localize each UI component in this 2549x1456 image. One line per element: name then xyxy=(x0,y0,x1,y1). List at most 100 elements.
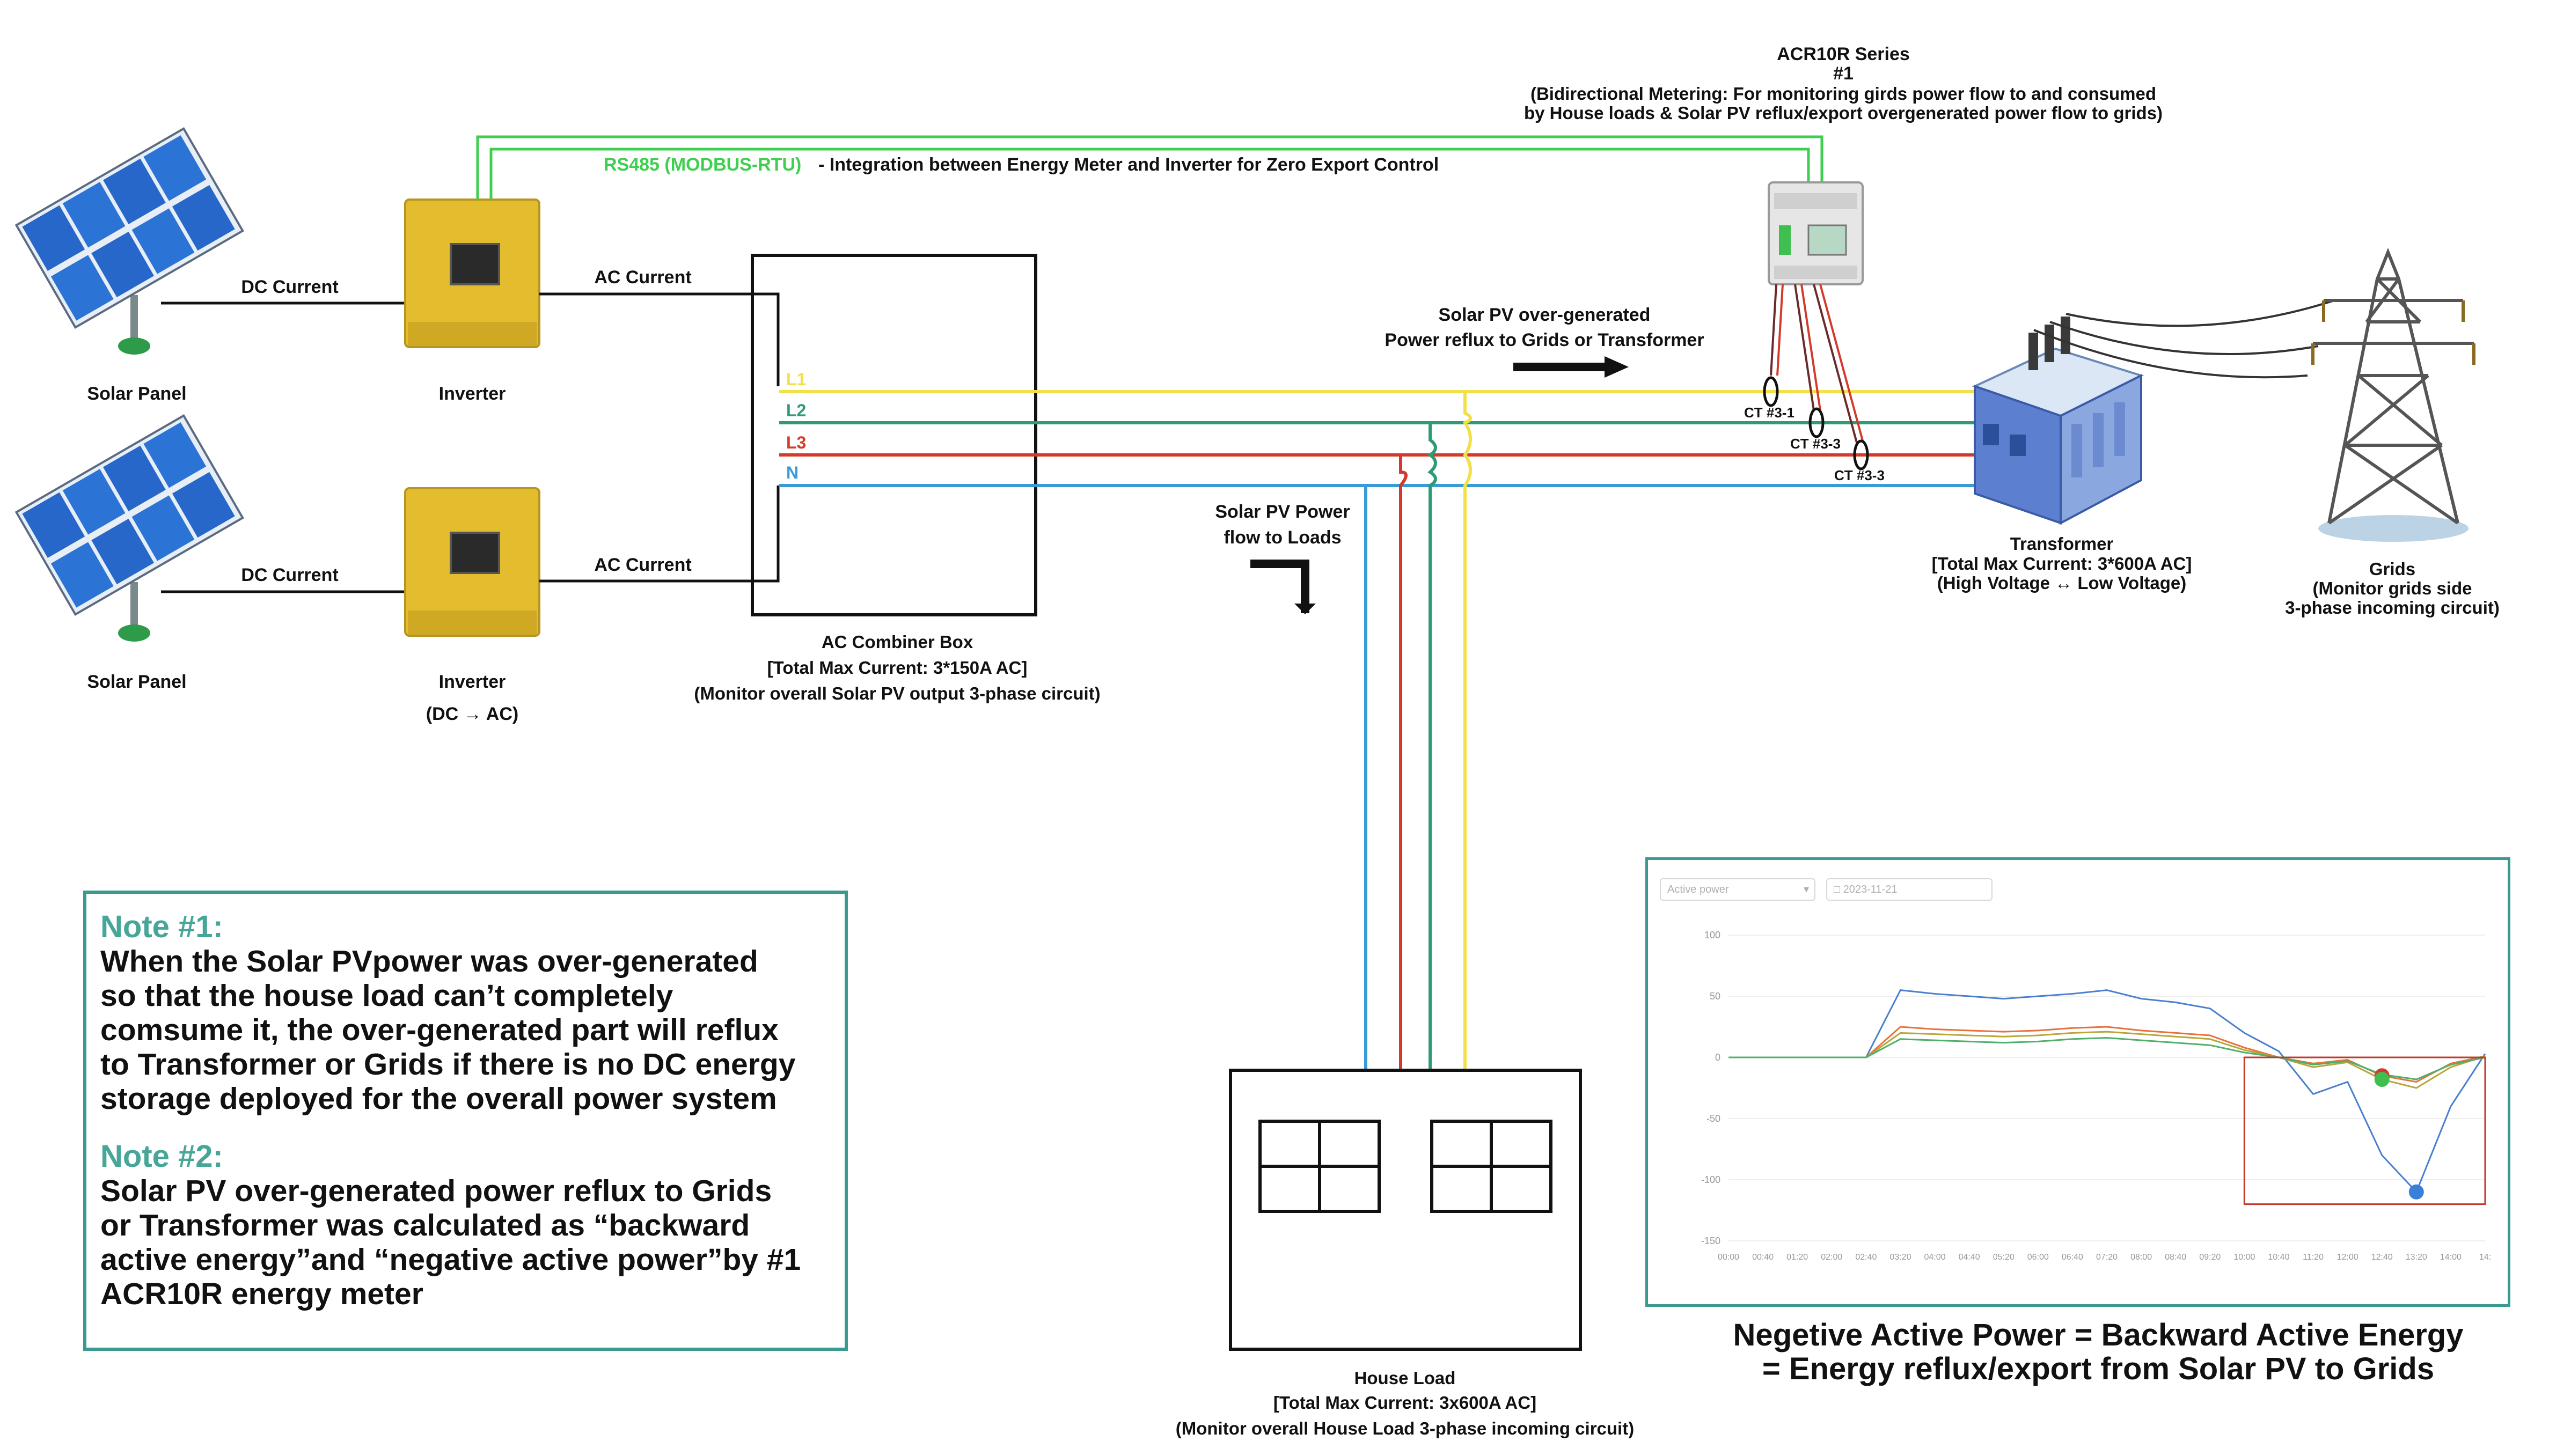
ct-wire xyxy=(1776,284,1784,376)
chart-x-tick: 07:20 xyxy=(2096,1253,2118,1262)
chart-x-tick: 10:40 xyxy=(2268,1253,2289,1262)
ac-current-label: AC Current xyxy=(594,267,691,288)
date-picker[interactable]: □ 2023-11-21 xyxy=(1826,878,1993,901)
arrow-down-icon xyxy=(1250,560,1316,614)
energy-meter-icon xyxy=(1768,181,1864,285)
rs485-cable xyxy=(476,135,1823,200)
meter-description: by House loads & Solar PV reflux/export … xyxy=(1524,103,2163,123)
phase-l1-label: L1 xyxy=(786,370,806,389)
chart-x-tick: 00:00 xyxy=(1718,1253,1739,1262)
ct-label: CT #3-3 xyxy=(1790,436,1841,452)
power-cable xyxy=(2033,329,2308,379)
chart-x-tick: 09:20 xyxy=(2199,1253,2221,1262)
ct-wire xyxy=(1794,284,1815,411)
chart-x-tick: 14: xyxy=(2479,1253,2491,1262)
ac-wire-2 xyxy=(539,486,780,583)
drop-l1-line xyxy=(1462,392,1472,1070)
rs485-label: RS485 (MODBUS-RTU) xyxy=(604,155,801,175)
chart-y-tick: 0 xyxy=(1715,1052,1720,1063)
combiner-title: AC Combiner Box xyxy=(822,632,973,652)
reflux-label: Solar PV over-generated xyxy=(1439,305,1651,325)
chart-x-tick: 01:20 xyxy=(1786,1253,1808,1262)
chart-series-line xyxy=(1728,1037,2486,1080)
chart-y-tick: 100 xyxy=(1704,930,1720,940)
grids-note: (Monitor grids side xyxy=(2313,578,2472,598)
combiner-note: (Monitor overall Solar PV output 3-phase… xyxy=(694,683,1100,703)
loads-flow-label: flow to Loads xyxy=(1224,527,1341,548)
note-1-line: storage deployed for the overall power s… xyxy=(100,1082,777,1116)
chart-x-tick: 02:00 xyxy=(1821,1253,1842,1262)
house-load-title: House Load xyxy=(1354,1368,1456,1388)
neutral-label: N xyxy=(786,463,799,482)
chart-x-tick: 10:00 xyxy=(2233,1253,2255,1262)
chart-x-tick: 08:00 xyxy=(2130,1253,2152,1262)
note-1-line: to Transformer or Grids if there is no D… xyxy=(100,1047,796,1082)
inverter-icon xyxy=(404,487,540,637)
note-2-line: ACR10R energy meter xyxy=(100,1277,423,1311)
house-load-rating: [Total Max Current: 3x600A AC] xyxy=(1273,1393,1536,1413)
power-tower-icon xyxy=(2311,247,2475,542)
house-load-box xyxy=(1229,1069,1582,1351)
grids-title: Grids xyxy=(2369,559,2415,579)
ct-sensor-icon xyxy=(1808,407,1825,438)
transformer-note: (High Voltage ↔ Low Voltage) xyxy=(1937,573,2186,593)
solar-panel-label: Solar Panel xyxy=(87,384,186,404)
chart-x-tick: 14:00 xyxy=(2440,1253,2462,1262)
chart-series-line xyxy=(1728,989,2486,1194)
house-load-note: (Monitor overall House Load 3-phase inco… xyxy=(1176,1418,1634,1438)
calendar-icon: □ xyxy=(1834,884,1843,895)
equation-line-2: = Energy reflux/export from Solar PV to … xyxy=(1762,1351,2435,1386)
drop-l3-line xyxy=(1399,455,1408,1070)
equation-line-1: Negetive Active Power = Backward Active … xyxy=(1733,1318,2464,1352)
chart-x-tick: 08:40 xyxy=(2165,1253,2186,1262)
arrow-right-icon xyxy=(1513,356,1629,378)
note-2-title: Note #2: xyxy=(100,1139,223,1174)
date-value: 2023-11-21 xyxy=(1843,884,1898,895)
phase-l2-label: L2 xyxy=(786,401,806,420)
dc-current-label: DC Current xyxy=(241,277,338,297)
chart-x-tick: 03:20 xyxy=(1889,1253,1911,1262)
chart-x-tick: 06:00 xyxy=(2027,1253,2049,1262)
chart-x-tick: 11:20 xyxy=(2303,1253,2324,1262)
meter-description: (Bidirectional Metering: For monitoring … xyxy=(1530,84,2156,104)
chart-x-tick: 05:20 xyxy=(1993,1253,2015,1262)
meter-title: ACR10R Series xyxy=(1777,44,1910,64)
ac-current-label: AC Current xyxy=(594,555,691,575)
ct-label: CT #3-3 xyxy=(1834,467,1885,483)
combiner-rating: [Total Max Current: 3*150A AC] xyxy=(767,658,1028,678)
notes-box: Note #1: When the Solar PVpower was over… xyxy=(83,891,848,1351)
ct-sensor-icon xyxy=(1763,376,1779,407)
chart-x-tick: 06:40 xyxy=(2062,1253,2083,1262)
chart-y-tick: 50 xyxy=(1710,991,1720,1002)
inverter-label: Inverter xyxy=(439,672,506,692)
chart-y-tick: -50 xyxy=(1706,1113,1720,1124)
chart-x-tick: 13:20 xyxy=(2406,1253,2427,1262)
chart-y-tick: -150 xyxy=(1701,1236,1720,1246)
note-1-line: so that the house load can’t completely xyxy=(100,979,673,1013)
transformer-rating: [Total Max Current: 3*600A AC] xyxy=(1932,554,2192,573)
chart-x-tick: 12:40 xyxy=(2371,1253,2393,1262)
inverter-icon xyxy=(404,198,540,348)
transformer-icon xyxy=(1972,317,2144,525)
chart-min-marker xyxy=(2408,1184,2424,1200)
chart-x-tick: 04:40 xyxy=(1959,1253,1980,1262)
ct-wire xyxy=(1770,284,1777,376)
inverter-sublabel: (DC → AC) xyxy=(426,704,519,724)
ct-wire xyxy=(1813,284,1858,443)
reflux-label: Power reflux to Grids or Transformer xyxy=(1385,330,1704,350)
phase-l3-label: L3 xyxy=(786,433,806,452)
chart-x-tick: 04:00 xyxy=(1924,1253,1946,1262)
meter-number: #1 xyxy=(1833,63,1854,84)
loads-flow-label: Solar PV Power xyxy=(1215,502,1350,522)
power-cable xyxy=(2065,299,2335,327)
note-1-line: When the Solar PVpower was over-generate… xyxy=(100,944,758,979)
ac-wire-1 xyxy=(539,292,780,386)
power-type-select[interactable]: Active power ▾ xyxy=(1660,878,1815,901)
solar-panel-icon xyxy=(14,127,244,355)
chart-series-line xyxy=(1728,1031,2486,1089)
power-type-value: Active power xyxy=(1667,884,1729,895)
note-1-title: Note #1: xyxy=(100,909,223,944)
